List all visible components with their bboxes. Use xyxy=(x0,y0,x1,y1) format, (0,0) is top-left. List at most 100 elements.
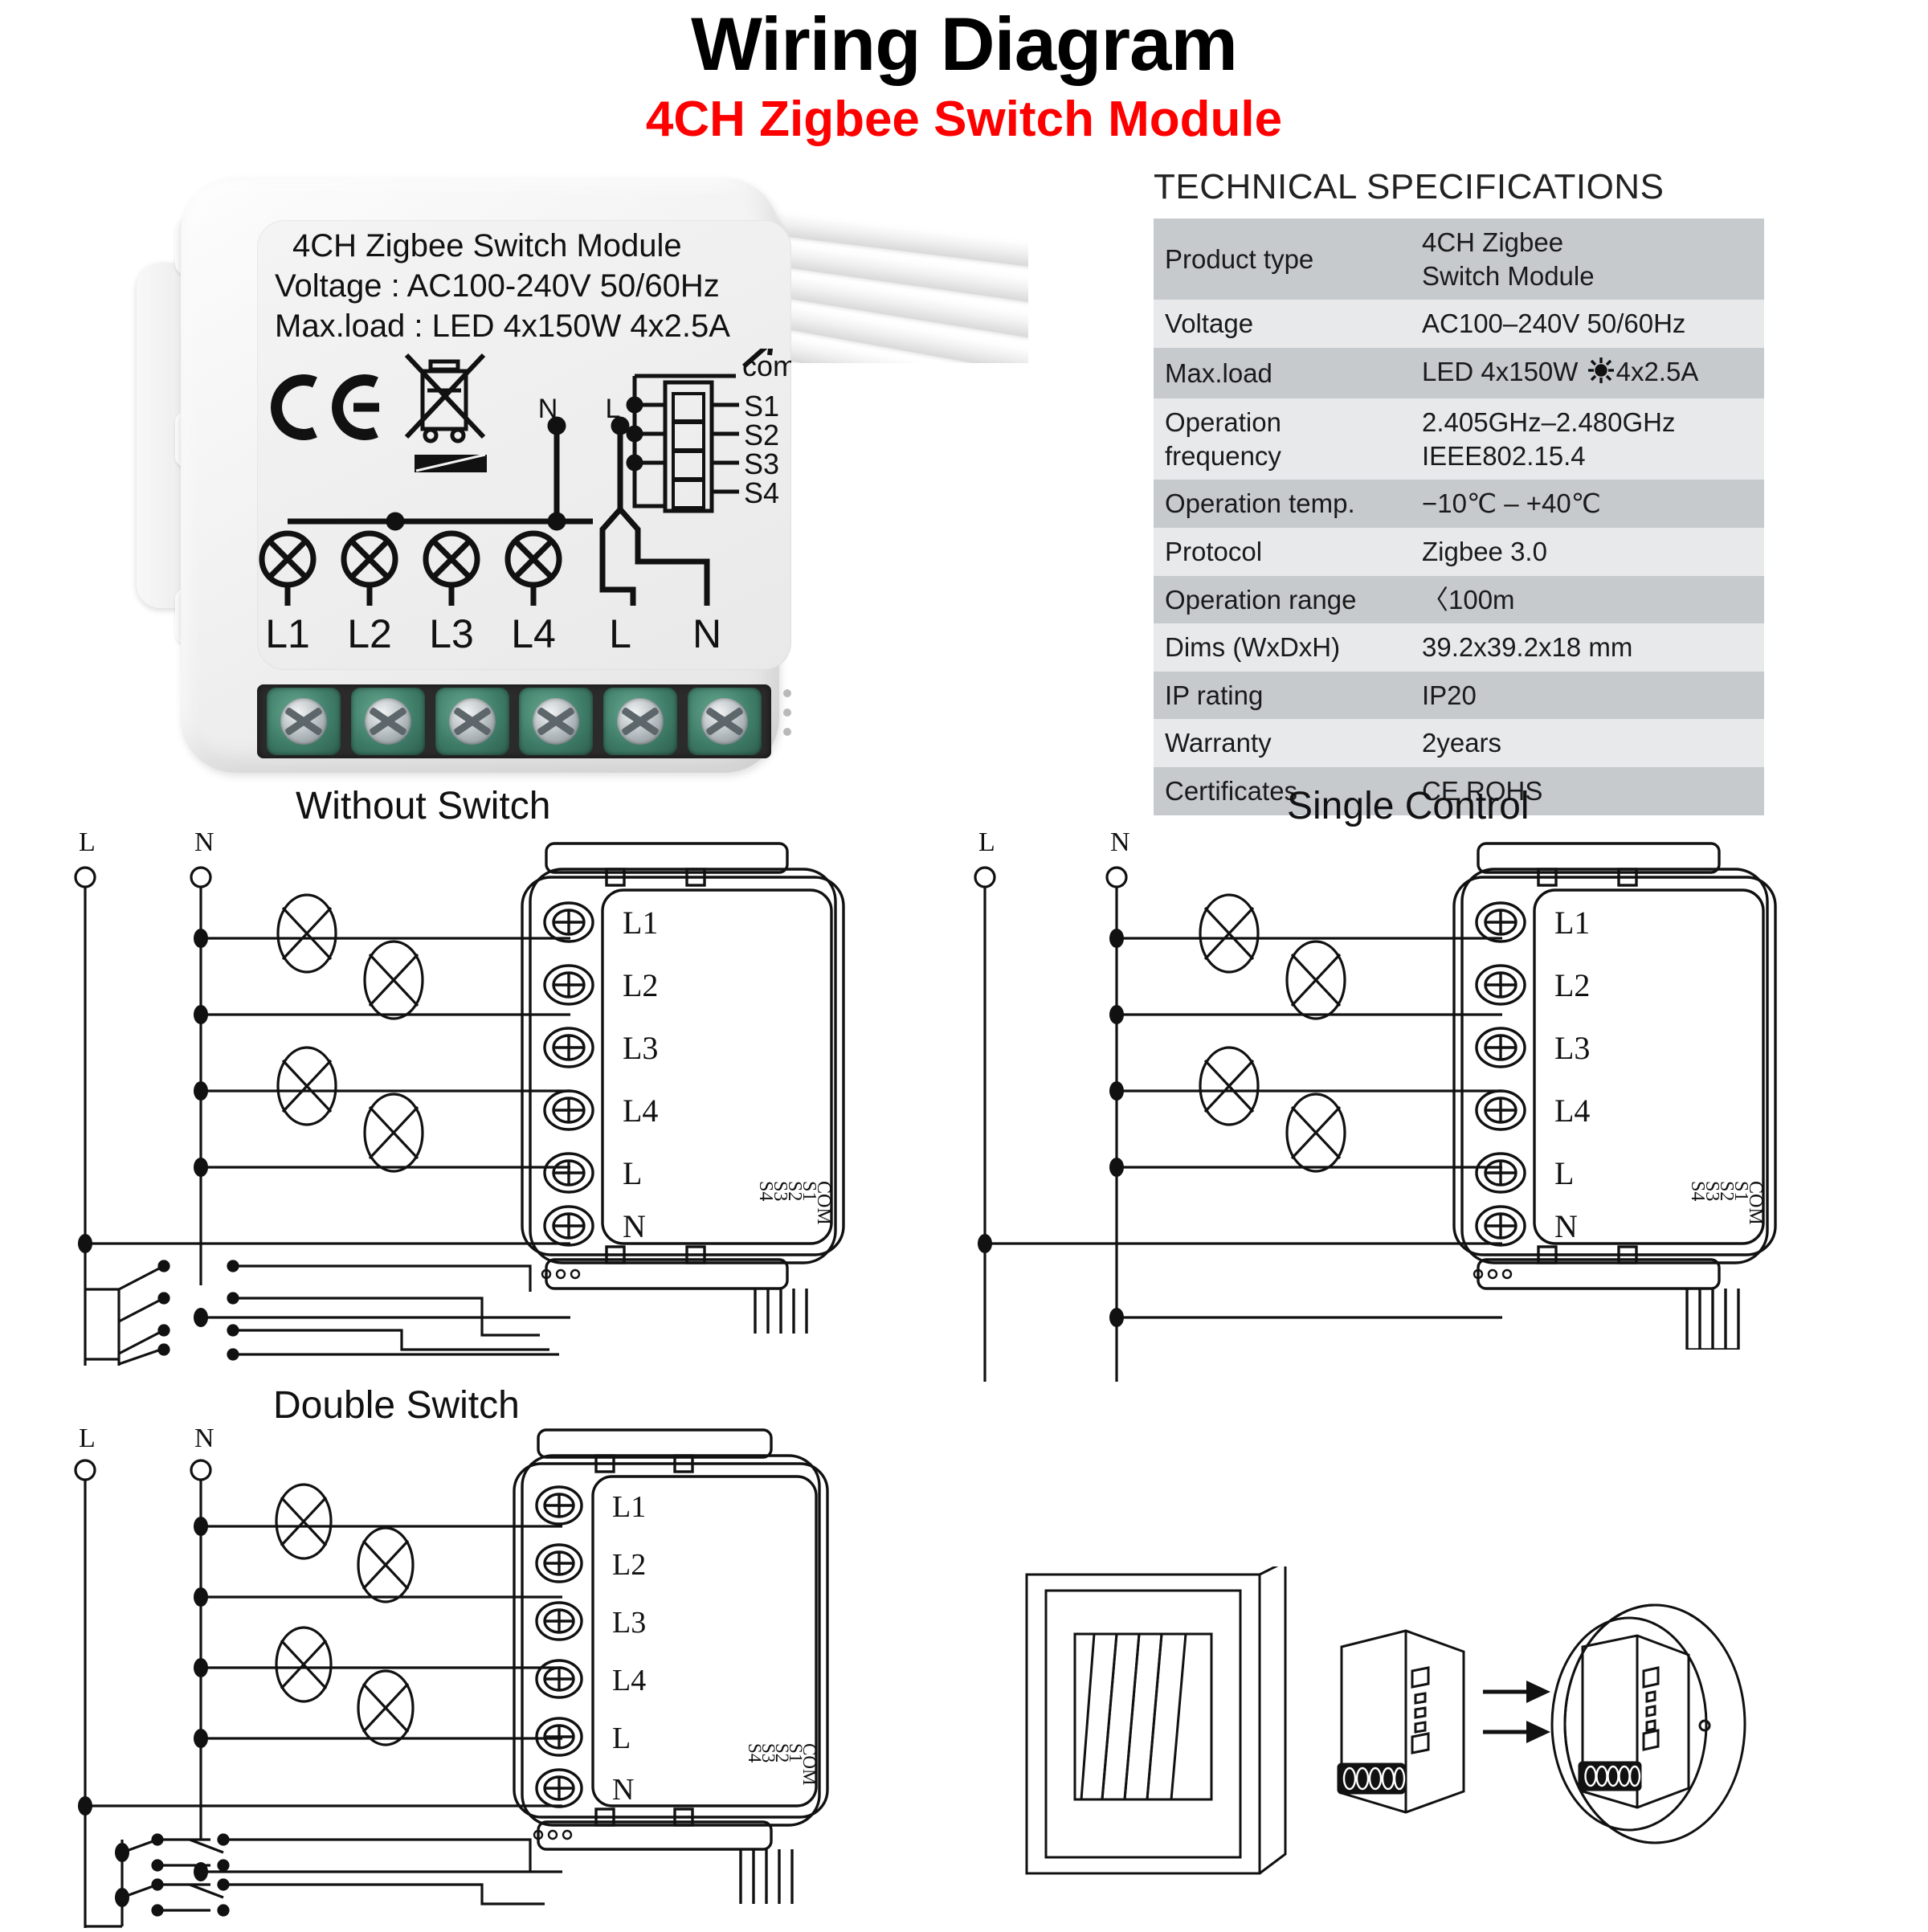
screw-terminal-l3 xyxy=(435,688,509,755)
signal-label-com: COM xyxy=(799,1743,819,1785)
diagram-title-double-switch: Double Switch xyxy=(273,1384,520,1427)
photo-terminal-label-l3: L3 xyxy=(429,611,474,656)
spec-row-key: Protocol xyxy=(1154,528,1411,576)
status-leds xyxy=(533,1829,573,1840)
lamp-symbols xyxy=(259,530,562,588)
terminal-screw xyxy=(364,698,411,745)
terminal-screws xyxy=(1475,901,1526,1247)
screw-terminal-n xyxy=(687,688,762,755)
spec-row-value: CE ROHS xyxy=(1411,766,1764,815)
spec-row-key: Operation range xyxy=(1154,575,1411,624)
photo-terminal-label-l2: L2 xyxy=(347,611,392,656)
terminal-screw xyxy=(533,698,580,745)
module-housing: 4CH Zigbee Switch Module Voltage : AC100… xyxy=(181,178,791,773)
spec-row: Operation range〈100m xyxy=(1154,575,1764,624)
signal-label-s4: S4 xyxy=(1687,1181,1708,1201)
label-line-1: 4CH Zigbee Switch Module xyxy=(292,228,682,263)
spec-row-key: Dims (WxDxH) xyxy=(1154,623,1411,672)
terminal-label-l2: L2 xyxy=(623,967,658,1003)
spec-row: Dims (WxDxH)39.2x39.2x18 mm xyxy=(1154,623,1764,672)
spec-row-value: Zigbee 3.0 xyxy=(1411,528,1764,576)
terminal-screw xyxy=(616,698,664,745)
lamp-symbols xyxy=(275,1483,415,1746)
signal-connector xyxy=(626,374,739,513)
module-graphic-double-switch: L1 L2 L3 L4 L N COM S1 S2 S3 S4 xyxy=(506,1422,860,1904)
installation-illustration xyxy=(1004,1559,1751,1928)
photo-mains-label-n: N xyxy=(538,394,558,424)
spec-row-value: 39.2x39.2x18 mm xyxy=(1411,623,1764,672)
terminal-label-n: N xyxy=(623,1208,646,1244)
photo-terminal-label-l4: L4 xyxy=(511,611,556,656)
spec-row-value: 〈100m xyxy=(1411,575,1764,624)
photo-terminal-label-n: N xyxy=(692,611,721,656)
terminal-label-l3: L3 xyxy=(612,1606,646,1640)
signal-label-com: COM xyxy=(1745,1181,1766,1225)
lamp-symbols xyxy=(1199,893,1346,1173)
status-leds xyxy=(783,689,791,747)
terminal-label-l4: L4 xyxy=(612,1664,646,1697)
screw-terminal-l1 xyxy=(267,688,341,755)
photo-signal-label-s1: S1 xyxy=(744,390,779,423)
without-switch-schematic xyxy=(74,866,570,1366)
signal-label-s4: S4 xyxy=(755,1181,776,1201)
ce-mark xyxy=(271,374,379,440)
two-way-switch-bank xyxy=(85,1833,545,1928)
signal-cable-exit xyxy=(1685,1289,1740,1351)
label-line-3: Max.load : LED 4x150W 4x2.5A xyxy=(275,308,730,344)
diagram-title-without-switch: Without Switch xyxy=(296,785,551,827)
spec-row-value: IP20 xyxy=(1411,671,1764,720)
single-control-schematic xyxy=(974,866,1502,1382)
screw-terminal-l2 xyxy=(350,688,425,755)
module-label-face: 4CH Zigbee Switch Module Voltage : AC100… xyxy=(257,220,791,670)
screw-terminal-l4 xyxy=(519,688,594,755)
signal-label-s1: S1 xyxy=(1730,1181,1751,1201)
signal-label-com: COM xyxy=(813,1181,834,1225)
spec-row-key: Certificates xyxy=(1154,766,1411,815)
signal-label-s2: S2 xyxy=(1716,1181,1737,1201)
terminal-label-n: N xyxy=(612,1773,634,1807)
terminal-label-l: L xyxy=(1554,1155,1574,1191)
screw-terminal-block xyxy=(257,684,771,758)
terminal-screw xyxy=(280,698,328,745)
page-subtitle: 4CH Zigbee Switch Module xyxy=(645,92,1283,147)
terminal-label-l4: L4 xyxy=(623,1093,658,1129)
product-photo: 4CH Zigbee Switch Module Voltage : AC100… xyxy=(137,170,1028,781)
terminal-label-l: L xyxy=(612,1722,631,1755)
wireless-arrow-icon xyxy=(742,349,774,369)
signal-label-s3: S3 xyxy=(1701,1181,1722,1201)
rail-label-n: N xyxy=(194,1423,214,1453)
photo-signal-label-com: com xyxy=(742,349,791,382)
signal-label-s1: S1 xyxy=(799,1181,819,1201)
photo-signal-label-s3: S3 xyxy=(744,447,779,480)
diagram-title-single-control: Single Control xyxy=(1287,785,1530,827)
signal-label-s1: S1 xyxy=(786,1743,806,1762)
module-graphic-without-switch: L1 L2 L3 L4 L N COM S1 S2 S3 S4 xyxy=(514,835,868,1334)
photo-signal-label-s2: S2 xyxy=(744,419,779,451)
double-switch-schematic xyxy=(74,1459,562,1928)
sun-icon xyxy=(1587,357,1615,392)
rail-label-l: L xyxy=(79,1423,96,1453)
terminal-label-l1: L1 xyxy=(623,905,658,941)
photo-signal-label-s4: S4 xyxy=(744,476,779,509)
photo-mains-label-l: L xyxy=(606,394,621,424)
photo-terminal-label-l1: L1 xyxy=(265,611,310,656)
spec-row: Operation temp.−10℃ – +40℃ xyxy=(1154,480,1764,529)
signal-cable-exit xyxy=(754,1289,808,1334)
spec-row-key: Product type xyxy=(1154,219,1411,300)
install-arrows xyxy=(1483,1681,1550,1743)
spec-row-key: Warranty xyxy=(1154,719,1411,767)
screw-terminal-l xyxy=(602,688,677,755)
spec-row-value: −10℃ – +40℃ xyxy=(1411,480,1764,529)
label-line-2: Voltage : AC100-240V 50/60Hz xyxy=(275,268,720,304)
terminal-label-l2: L2 xyxy=(612,1548,646,1582)
label-schematic: N L com S1 S2 S3 S4 L1 L2 L3 L4 L N xyxy=(259,349,791,656)
round-back-box xyxy=(1550,1603,1746,1844)
weee-bin-icon xyxy=(404,353,487,472)
